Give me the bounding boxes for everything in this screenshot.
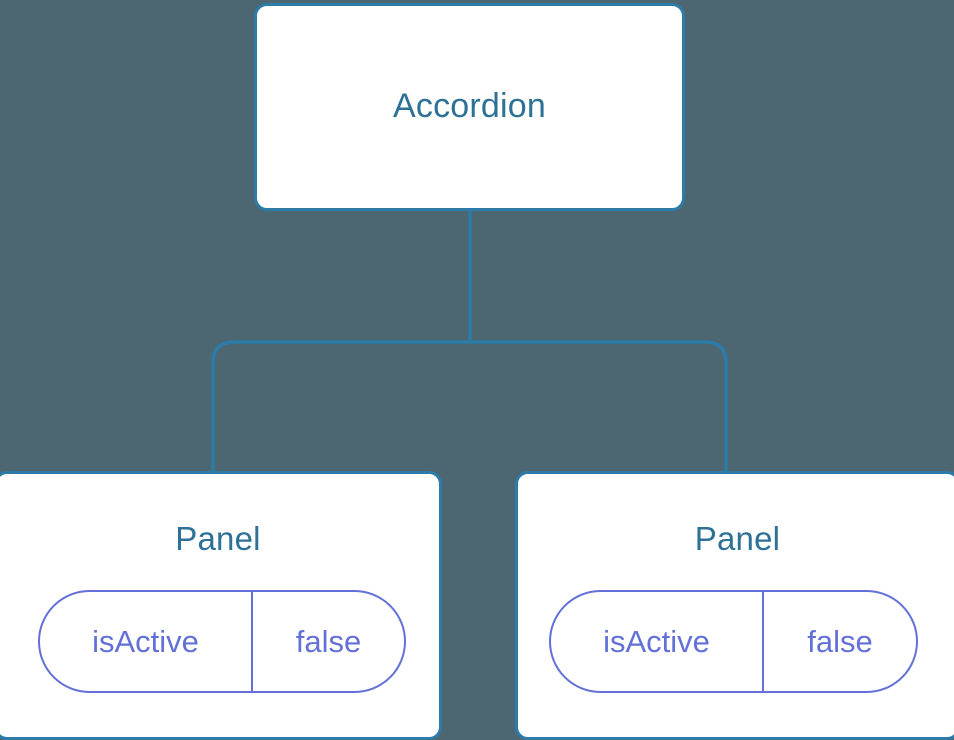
state-value-isactive-1: false	[295, 623, 362, 659]
state-key-isactive-1: isActive	[40, 592, 253, 691]
node-accordion-title: Accordion	[393, 87, 546, 126]
state-value-isactive-2: false	[807, 623, 873, 659]
connector-branch-right	[470, 340, 728, 474]
state-pill-panel-1[interactable]: isActive false	[38, 590, 406, 693]
connector-branch-left	[211, 340, 470, 474]
node-accordion[interactable]: Accordion	[254, 3, 685, 211]
state-pill-panel-2[interactable]: isActive false	[549, 590, 918, 693]
node-panel-1-title: Panel	[175, 520, 261, 557]
node-panel-2-title: Panel	[694, 520, 781, 557]
state-key-isactive-2: isActive	[551, 592, 764, 691]
